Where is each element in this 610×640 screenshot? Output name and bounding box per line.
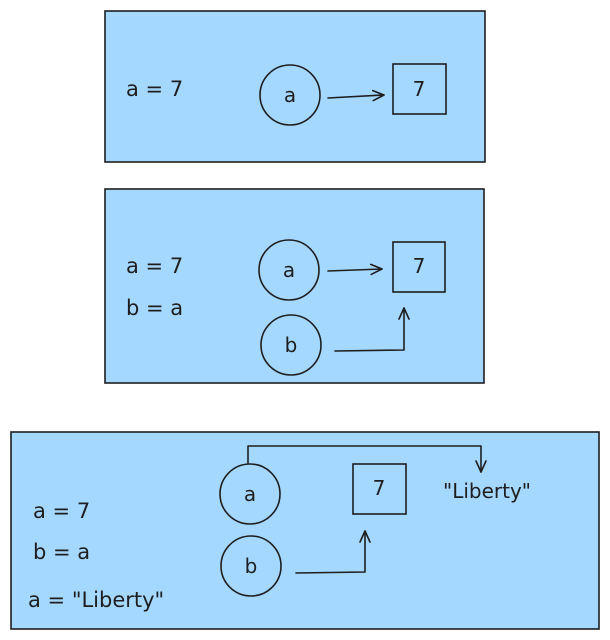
- panel-2-node-a: [258, 239, 320, 301]
- panel-3-node-b: [220, 535, 282, 597]
- panel-3-node-b-label: b: [245, 554, 258, 578]
- panel-2-code-line-1: a = 7: [126, 254, 183, 278]
- panel-3-node-a: [219, 463, 281, 525]
- panel-1-node-a-label: a: [284, 83, 296, 107]
- panel-1: a = 7 a 7: [104, 10, 486, 163]
- panel-3-value-label: 7: [373, 476, 386, 500]
- panel-2-arrow-b-to-value: [334, 307, 410, 352]
- panel-2-node-a-label: a: [283, 258, 295, 282]
- panel-3-arrow-b-to-value: [295, 530, 371, 574]
- panel-3: a = 7 b = a a = "Liberty" a b 7 "Liberty…: [10, 431, 600, 630]
- panel-2-arrow-a-to-value: [327, 263, 383, 276]
- panel-1-background: [104, 10, 486, 163]
- panel-3-value-box: [352, 463, 407, 515]
- panel-1-arrow-a-to-value: [327, 89, 385, 102]
- panel-2-node-b-label: b: [285, 333, 298, 357]
- panel-3-code-line-2: b = a: [33, 540, 90, 564]
- panel-1-code-line-1: a = 7: [126, 77, 183, 101]
- panel-2-value-box: [392, 241, 446, 293]
- panel-3-arrow-a-to-new-value: [247, 445, 487, 473]
- panel-1-node-a: [259, 64, 321, 126]
- panel-3-new-value-label: "Liberty": [443, 479, 531, 503]
- panel-3-node-a-label: a: [244, 482, 256, 506]
- panel-3-background: [10, 431, 600, 630]
- panel-2-node-b: [260, 314, 322, 376]
- panel-3-code-line-1: a = 7: [33, 499, 90, 523]
- panel-2: a = 7 b = a a b 7: [104, 188, 485, 384]
- panel-2-value-label: 7: [413, 254, 426, 278]
- panel-2-background: [104, 188, 485, 384]
- panel-2-code-line-2: b = a: [126, 296, 183, 320]
- panel-1-value-label: 7: [413, 77, 426, 101]
- panel-1-value-box: [392, 63, 447, 115]
- panel-3-code-line-3: a = "Liberty": [28, 588, 164, 612]
